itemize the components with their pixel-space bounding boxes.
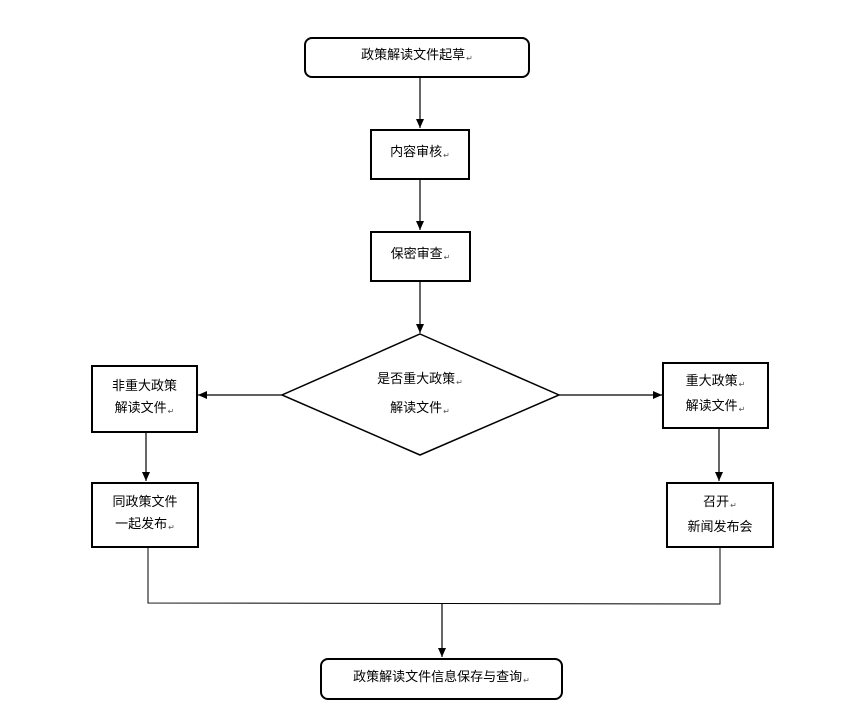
- decision-text-line-1: 是否重大政策: [377, 372, 456, 387]
- press-conference-line-2: 新闻发布会: [687, 519, 753, 535]
- save-query-node-text: 政策解读文件信息保存与查询: [353, 669, 523, 685]
- decision-diamond: [280, 333, 561, 456]
- return-mark: ↵: [167, 406, 175, 416]
- return-mark: ↵: [738, 379, 746, 389]
- publish-with-policy-line-1: 同政策文件: [112, 494, 178, 510]
- non-major-node-line-2: 解读文件: [114, 400, 167, 416]
- return-mark: ↵: [738, 404, 746, 414]
- non-major-node: 非重大政策 解读文件↵: [91, 365, 198, 433]
- content-review-node-text: 内容审核: [390, 145, 443, 160]
- press-conference-line-1: 召开: [703, 494, 730, 510]
- major-node-line-2: 解读文件: [685, 398, 738, 414]
- return-mark: ↵: [443, 407, 450, 416]
- return-mark: ↵: [730, 500, 737, 510]
- decision-text-line-2: 解读文件: [390, 401, 443, 416]
- draft-node: 政策解读文件起草↵: [304, 37, 530, 78]
- return-mark: ↵: [443, 151, 450, 160]
- draft-node-text: 政策解读文件起草: [361, 48, 466, 63]
- return-mark: ↵: [456, 378, 463, 387]
- merge-line: [147, 548, 721, 605]
- press-conference-node: 召开↵ 新闻发布会: [666, 482, 774, 548]
- publish-with-policy-node: 同政策文件 一起发布↵: [91, 482, 199, 548]
- return-mark: ↵: [168, 522, 175, 532]
- security-review-node-text: 保密审查: [390, 247, 443, 262]
- save-query-node: 政策解读文件信息保存与查询↵: [320, 658, 563, 700]
- security-review-node: 保密审查↵: [370, 231, 471, 282]
- publish-with-policy-line-2: 一起发布: [115, 516, 168, 532]
- major-node: 重大政策↵ 解读文件↵: [662, 362, 769, 429]
- return-mark: ↵: [523, 675, 530, 685]
- major-node-line-1: 重大政策: [685, 373, 738, 389]
- non-major-node-line-1: 非重大政策: [111, 378, 177, 394]
- decision-text: 是否重大政策↵ 解读文件↵: [330, 366, 510, 426]
- return-mark: ↵: [443, 253, 451, 262]
- return-mark: ↵: [466, 54, 473, 63]
- content-review-node: 内容审核↵: [370, 129, 470, 180]
